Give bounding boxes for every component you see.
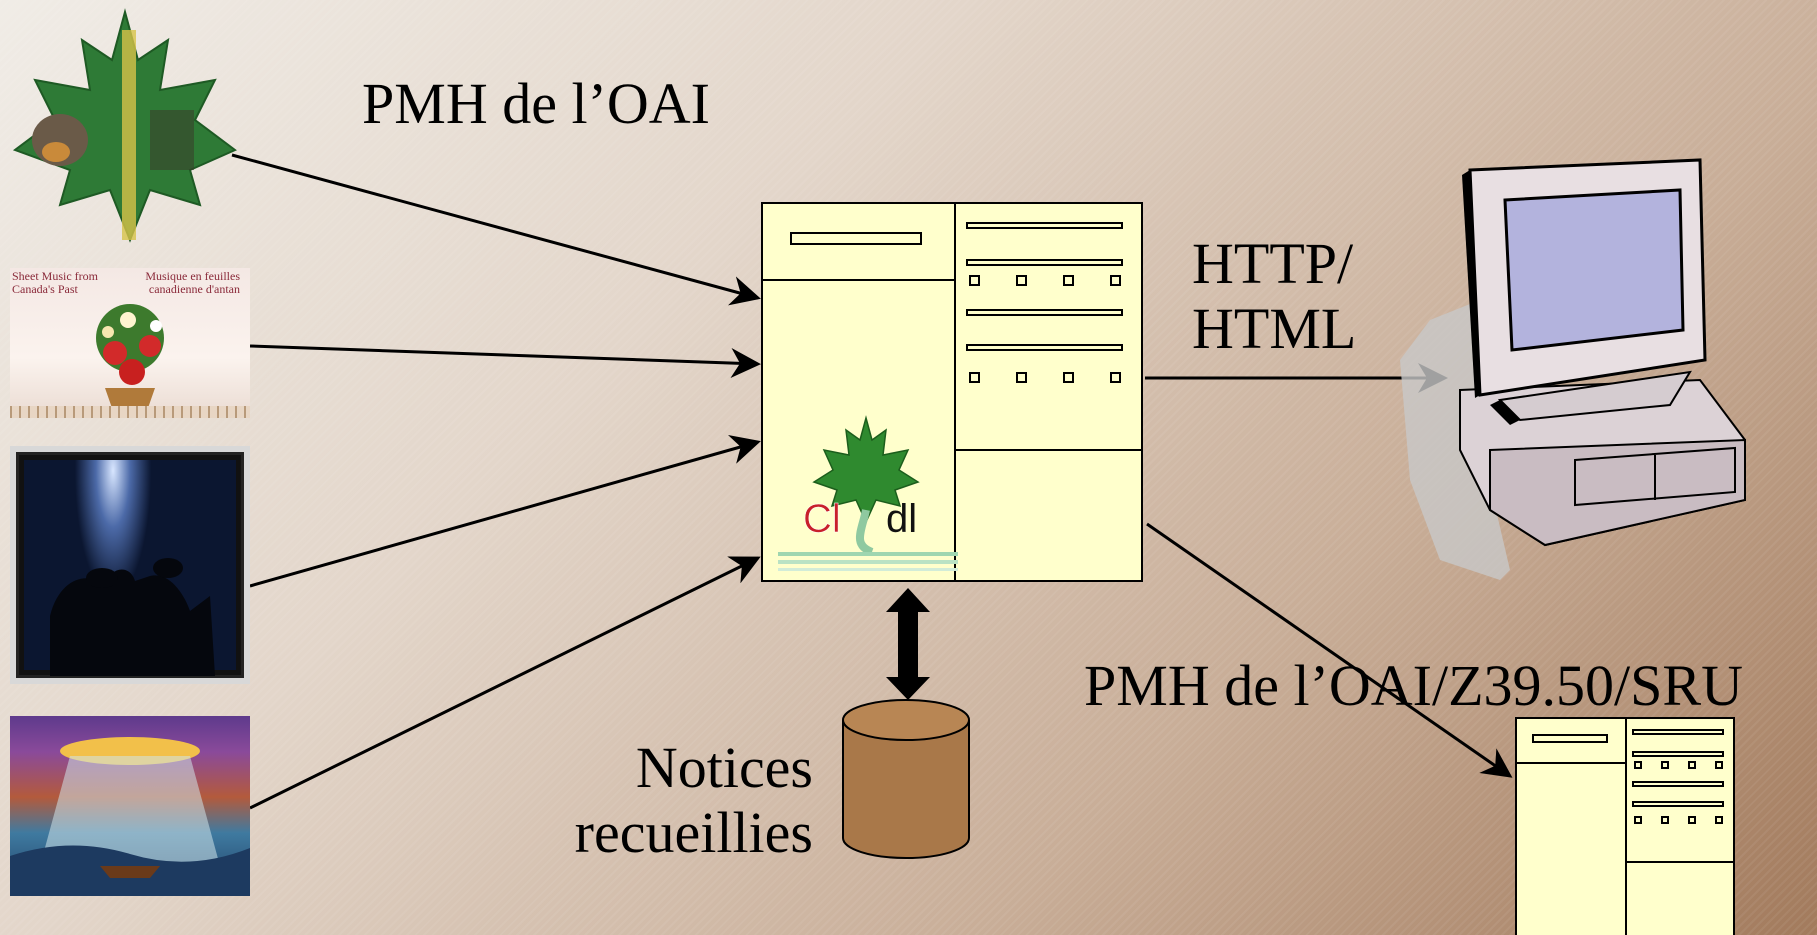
music-title-fr-line2: canadienne d'antan bbox=[148, 282, 240, 297]
label-records-line1: Notices bbox=[635, 735, 813, 800]
label-protocols: PMH de l’OAI/Z39.50/SRU bbox=[1084, 653, 1743, 718]
source-painting-image bbox=[10, 716, 250, 896]
desktop-computer-icon bbox=[1400, 158, 1746, 580]
cidl-logo-text-right: dl bbox=[886, 497, 917, 541]
painting-artwork bbox=[10, 737, 250, 896]
arrow-art-to-hub bbox=[249, 556, 761, 810]
music-staff-border bbox=[10, 406, 250, 418]
cidl-logo: Cl dl bbox=[778, 415, 958, 571]
music-title-en: Sheet Music from Canada's Past bbox=[12, 269, 98, 297]
label-http-line1: HTTP/ bbox=[1192, 231, 1354, 296]
flower-bouquet-icon bbox=[96, 304, 164, 408]
records-database-icon bbox=[842, 699, 970, 859]
source-war-silhouette-image bbox=[10, 446, 250, 684]
arrow-maple-to-hub bbox=[231, 153, 761, 306]
label-oai-harvest: PMH de l’OAI bbox=[362, 71, 710, 136]
label-http-html: HTTP/ HTML bbox=[1192, 231, 1357, 362]
arrow-hub-to-remote-server bbox=[1146, 522, 1513, 778]
source-sheet-music-image: Sheet Music from Canada's Past Musique e… bbox=[10, 268, 250, 418]
label-http-line2: HTML bbox=[1192, 295, 1357, 361]
remote-server bbox=[1515, 717, 1735, 935]
arrow-war-to-hub bbox=[249, 434, 761, 588]
label-harvested-records: Notices recueillies bbox=[574, 735, 813, 866]
music-title-en-line2: Canada's Past bbox=[12, 282, 78, 297]
label-records-line2: recueillies bbox=[574, 799, 813, 865]
soldiers-silhouette-icon bbox=[50, 558, 215, 676]
arrow-music-to-hub bbox=[249, 344, 761, 379]
double-arrow-hub-database bbox=[886, 588, 930, 700]
music-title-en-line1: Sheet Music from bbox=[12, 269, 98, 283]
cidl-logo-text-left: Cl bbox=[803, 497, 841, 541]
music-title-fr: Musique en feuilles canadienne d'antan bbox=[145, 269, 240, 297]
source-maple-leaf-image bbox=[12, 8, 237, 243]
music-title-fr-line1: Musique en feuilles bbox=[145, 269, 240, 283]
hub-server bbox=[761, 202, 1143, 582]
